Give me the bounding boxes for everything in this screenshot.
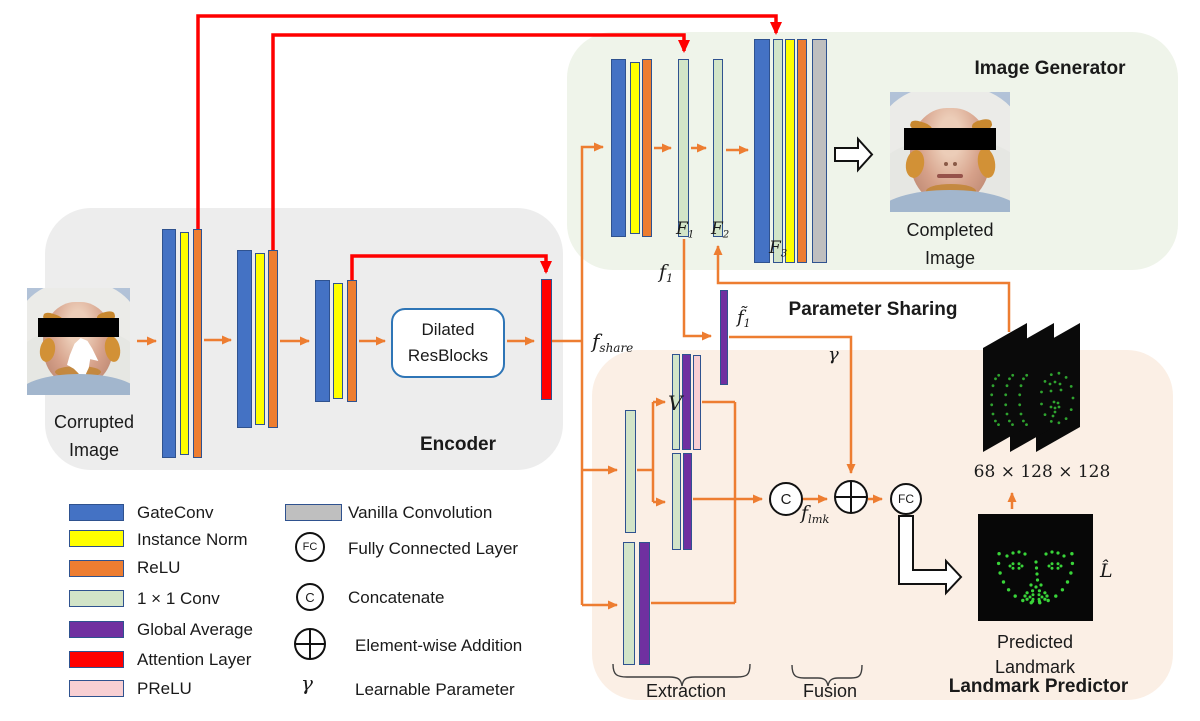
- enc1-gateconv-bar: [162, 229, 176, 458]
- gen1-gateconv-bar: [611, 59, 626, 237]
- garment-shape: [27, 374, 130, 395]
- landmark-predictor-title: Landmark Predictor: [948, 676, 1129, 697]
- garment-shape: [890, 190, 1010, 212]
- legend-label-concat: Concatenate: [348, 588, 445, 607]
- nostril-dot: [944, 162, 948, 166]
- legend-concat-icon: C: [296, 583, 324, 611]
- concatenate-node: C: [769, 482, 803, 516]
- gen1-relu-bar: [642, 59, 652, 237]
- censor-bar: [38, 318, 119, 337]
- concatenate-symbol: C: [780, 490, 792, 508]
- f-share-label: fshare: [592, 329, 634, 356]
- f1-conv1x1-bar: [678, 59, 689, 237]
- F1-caption: F1: [676, 219, 695, 241]
- enc2-instancenorm-bar: [255, 253, 265, 425]
- corrupted-image-photo: [27, 288, 130, 395]
- legend-label-instancenorm: Instance Norm: [137, 530, 248, 549]
- legend-swatch-gateconv: [69, 504, 124, 521]
- mouth-line: [937, 174, 963, 178]
- legend-label-fc: Fully Connected Layer: [348, 539, 519, 558]
- caption-line: Image: [68, 440, 120, 460]
- enc2-gateconv-bar: [237, 250, 252, 428]
- legend-swatch-vanillaconv: [285, 504, 342, 521]
- f3-instancenorm-bar: [785, 39, 795, 263]
- ext-conv1x1-bar: [625, 410, 636, 533]
- legend-swatch-instancenorm: [69, 530, 124, 547]
- attention-layer-bar: [541, 279, 552, 400]
- legend-label-addition: Element-wise Addition: [355, 636, 523, 655]
- f3-relu-bar: [797, 39, 807, 263]
- legend-label-conv1x1: 1 × 1 Conv: [137, 589, 220, 608]
- legend-label-gateconv: GateConv: [137, 503, 214, 522]
- enc3-relu-bar: [347, 280, 357, 402]
- nostril-dot: [953, 162, 957, 166]
- v-globalavg-bar: [682, 354, 691, 450]
- legend-label-globalavg: Global Average: [137, 620, 253, 639]
- caption-line: Corrupted: [53, 412, 135, 432]
- legend-fc-icon: FC: [295, 532, 325, 562]
- enc3-instancenorm-bar: [333, 283, 343, 399]
- corrupted-image-caption: Corrupted Image: [34, 408, 154, 464]
- f1-tilde-globalavg-bar: [720, 290, 728, 385]
- legend-label-attention: Attention Layer: [137, 650, 252, 669]
- stack-size-caption: 68 × 128 × 128: [973, 462, 1111, 482]
- f3-gateconv-bar: [754, 39, 770, 263]
- caption-line: Completed: [906, 220, 994, 240]
- fully-connected-node: FC: [890, 483, 922, 515]
- mid-globalavg-bar: [683, 453, 692, 550]
- f3-vanillaconv-bar: [812, 39, 827, 263]
- F2-caption: F2: [711, 219, 730, 241]
- legend-swatch-globalavg: [69, 621, 124, 638]
- F3-caption: F3: [769, 238, 788, 260]
- legend-label-vanillaconv: Vanilla Convolution: [348, 503, 493, 522]
- dilated-resblocks-box: Dilated ResBlocks: [391, 308, 505, 378]
- gen1-instancenorm-bar: [630, 62, 640, 234]
- completed-image-photo: [890, 92, 1010, 212]
- caption-line: Predicted: [996, 632, 1074, 652]
- fusion-label: Fusion: [802, 681, 858, 701]
- predicted-landmark-caption: Predicted Landmark: [975, 630, 1095, 680]
- enc2-relu-bar: [268, 250, 278, 428]
- encoder-title: Encoder: [420, 434, 497, 455]
- l-hat-label: L̂: [1100, 560, 1113, 582]
- f-lmk-label: flmk: [801, 502, 830, 526]
- resblocks-label-line2: ResBlocks: [407, 346, 489, 365]
- v-prelu-bar: [693, 355, 701, 450]
- elementwise-addition-node: [834, 480, 868, 514]
- legend-gamma-icon: γ: [301, 671, 313, 695]
- enc1-instancenorm-bar: [180, 232, 189, 455]
- fc-symbol: FC: [898, 492, 914, 506]
- bot-conv1x1-bar: [623, 542, 635, 665]
- mid-conv1x1-bar: [672, 453, 681, 550]
- censor-bar: [904, 128, 996, 150]
- f3-conv1x1-bar: [773, 39, 783, 263]
- completed-image-caption: Completed Image: [890, 216, 1010, 272]
- caption-line: Landmark: [994, 657, 1076, 677]
- enc1-relu-bar: [193, 229, 202, 458]
- f1-tilde-label: f̃1: [737, 307, 751, 330]
- legend-swatch-relu: [69, 560, 124, 577]
- parameter-sharing-title: Parameter Sharing: [788, 299, 958, 320]
- f1-label: f1: [659, 261, 674, 285]
- extraction-label: Extraction: [645, 681, 727, 701]
- legend-label-gamma: Learnable Parameter: [355, 680, 515, 699]
- legend-label-relu: ReLU: [137, 558, 181, 577]
- v-conv1x1-bar: [672, 354, 680, 450]
- enc3-gateconv-bar: [315, 280, 330, 402]
- image-generator-title: Image Generator: [974, 58, 1126, 79]
- legend-addition-icon: [294, 628, 326, 660]
- legend-swatch-attention: [69, 651, 124, 668]
- v-label: V: [668, 391, 683, 415]
- legend-swatch-conv1x1: [69, 590, 124, 607]
- caption-line: Image: [924, 248, 976, 268]
- f2-conv1x1-bar: [713, 59, 723, 237]
- legend-swatch-prelu: [69, 680, 124, 697]
- gamma-label: γ: [828, 344, 839, 365]
- resblocks-label-line1: Dilated: [421, 320, 475, 339]
- bot-globalavg-bar: [639, 542, 650, 665]
- legend-label-prelu: PReLU: [137, 679, 192, 698]
